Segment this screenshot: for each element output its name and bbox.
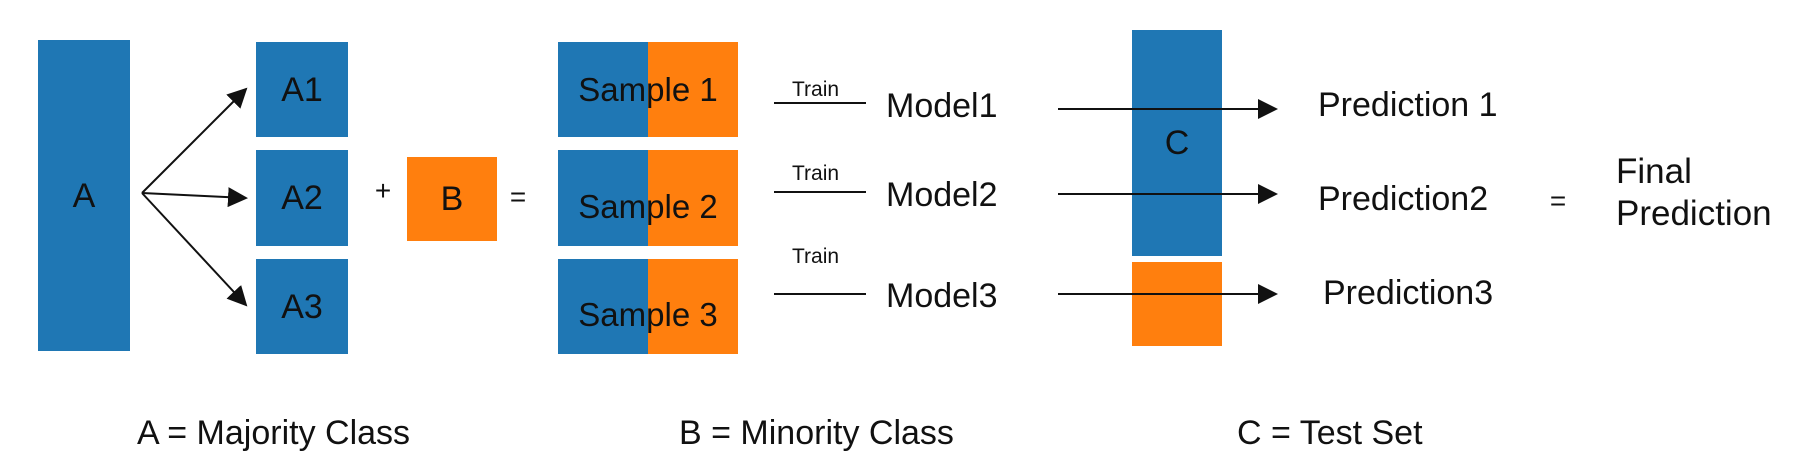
equals-operator-final: = <box>1549 185 1567 216</box>
split-arrow-a1 <box>141 87 248 194</box>
split-arrow-a2 <box>141 187 248 208</box>
sample-3-label: Sample 3 <box>578 296 718 333</box>
block-label-c: C <box>1164 124 1190 162</box>
sample-2-block: Sample 2 <box>558 150 738 246</box>
split-arrow-a3 <box>141 192 248 307</box>
majority-class-block: A <box>38 40 130 351</box>
sample-3-minority-part <box>648 259 738 354</box>
sample-2-label: Sample 2 <box>578 187 718 225</box>
block-label-b: B <box>440 180 464 218</box>
sample-3-majority-part <box>558 259 648 354</box>
model-2-label: Model2 <box>886 176 998 214</box>
final-prediction-label: Final Prediction <box>1616 151 1772 235</box>
test-set-block: C <box>1132 30 1222 256</box>
subset-a1-block: A1 <box>256 42 348 137</box>
legend-minority-class: B = Minority Class <box>679 414 954 452</box>
minority-class-block: B <box>407 157 497 241</box>
sample-3-block: Sample 3 <box>558 259 738 354</box>
legend-majority-class: A = Majority Class <box>137 414 411 452</box>
test-set-minority-block <box>1132 262 1222 346</box>
sample-1-label: Sample 1 <box>578 71 718 108</box>
sample-1-block: Sample 1 <box>558 42 738 137</box>
sample-2-minority-part <box>648 150 738 246</box>
subset-a3-block: A3 <box>256 259 348 354</box>
model-3-label: Model3 <box>886 277 998 315</box>
model-1-label: Model1 <box>886 87 998 125</box>
block-label-a: A <box>72 176 96 215</box>
legend-test-set: C = Test Set <box>1237 414 1423 452</box>
block-label-a1: A1 <box>281 70 323 109</box>
block-label-a2: A2 <box>281 179 323 217</box>
train-label-3: Train <box>792 245 840 268</box>
prediction-2-label: Prediction2 <box>1318 180 1489 218</box>
train-label-1: Train <box>792 78 840 101</box>
equals-operator-samples: = <box>509 181 527 212</box>
prediction-3-label: Prediction3 <box>1323 274 1494 312</box>
sample-2-majority-part <box>558 150 648 246</box>
final-prediction-line-1: Final <box>1616 152 1692 191</box>
prediction-1-label: Prediction 1 <box>1318 86 1498 124</box>
block-label-a3: A3 <box>281 287 323 326</box>
plus-operator: + <box>374 175 392 206</box>
train-label-2: Train <box>792 162 840 185</box>
sample-1-minority-part <box>648 42 738 137</box>
final-prediction-line-2: Prediction <box>1616 194 1772 233</box>
sample-1-majority-part <box>558 42 648 137</box>
subset-a2-block: A2 <box>256 150 348 246</box>
